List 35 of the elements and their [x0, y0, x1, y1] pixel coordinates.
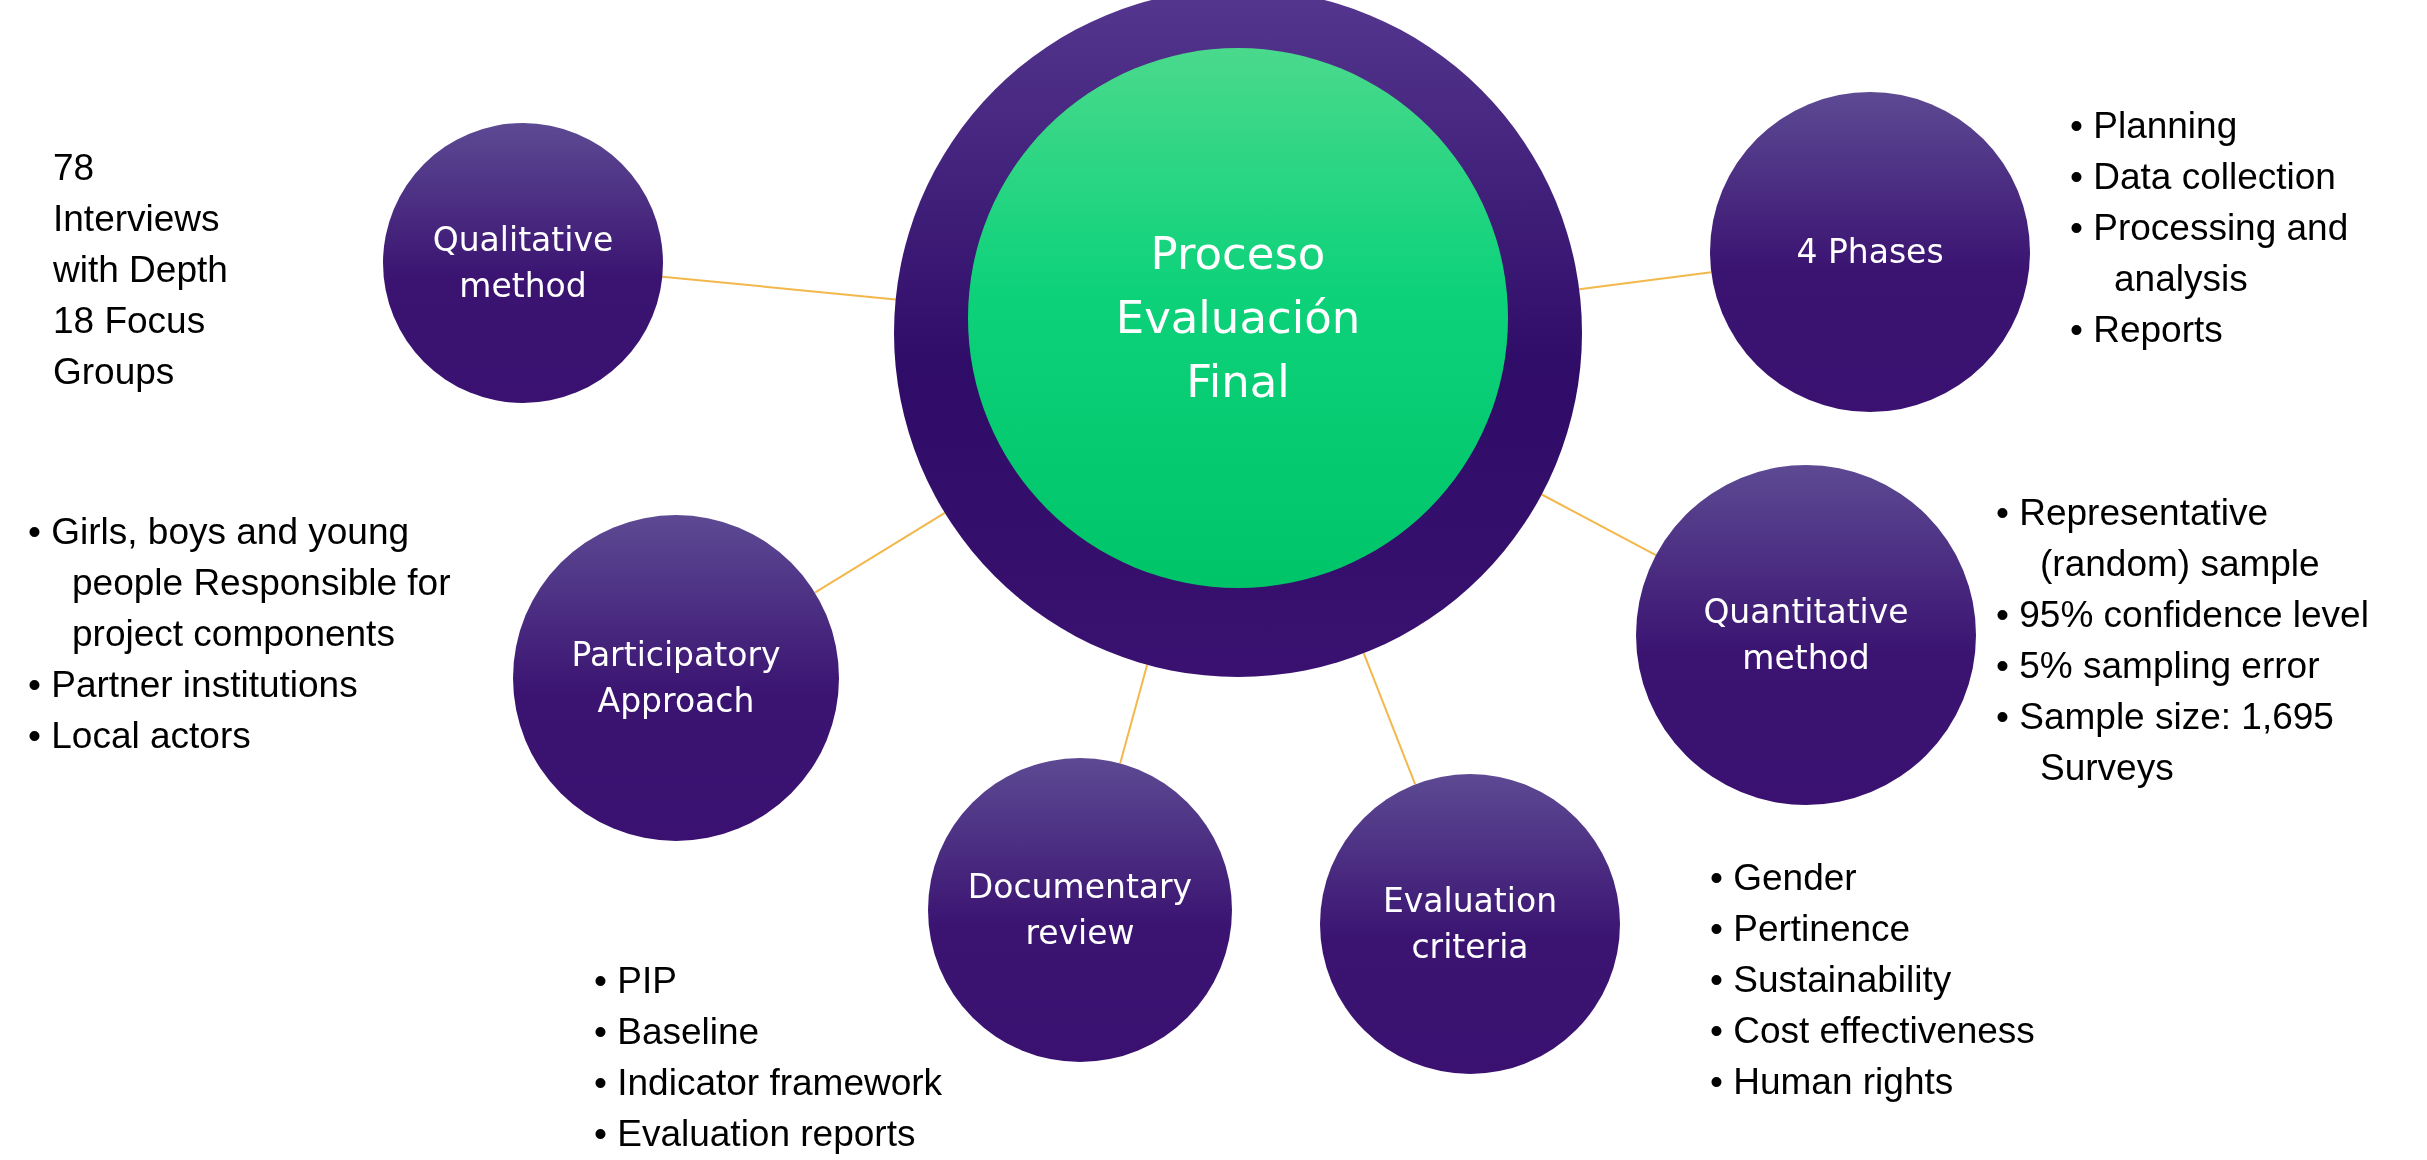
connector-line [1362, 652, 1417, 786]
bullet-item: • Local actors [28, 714, 252, 758]
note-text: 78 Interviews with Depth [53, 146, 229, 292]
bullet-item: • Evaluation reports [594, 1112, 917, 1156]
circle-label: Quantitative method [1702, 591, 1910, 679]
circle-label: Documentary review [966, 866, 1194, 954]
center-title: Proceso Evaluación Final [1114, 226, 1362, 410]
bullet-item: • Cost effectiveness [1710, 1009, 2036, 1053]
bullet-item: • Processing and analysis [2070, 206, 2350, 301]
bullet-item: • Girls, boys and young people Responsible for project components [28, 510, 452, 656]
bullet-item: • Indicator framework [594, 1061, 944, 1105]
circle-label: Qualitative method [431, 219, 615, 307]
bullet-item: • PIP [594, 959, 678, 1003]
bullet-item: • 95% confidence level [1996, 593, 2370, 637]
bullet-item: • Partner institutions [28, 663, 359, 707]
bullet-item: • Data collection [2070, 155, 2337, 199]
bullet-item: • Human rights [1710, 1060, 1955, 1104]
connector-line [1540, 493, 1657, 557]
bullet-item: • Pertinence [1710, 907, 1912, 951]
bullet-item: • Planning [2070, 104, 2239, 148]
connector-line [661, 275, 897, 301]
bullet-item: • Sample size: 1,695 Surveys [1996, 695, 2335, 790]
connector-line [1119, 663, 1149, 765]
connector-line [1578, 271, 1713, 291]
bullet-item: • 5% sampling error [1996, 644, 2321, 688]
circle-label: 4 Phases [1796, 231, 1944, 273]
bullet-item: • Representative (random) sample [1996, 491, 2321, 586]
bullet-item: • Sustainability [1710, 958, 1953, 1002]
bullet-item: • Baseline [594, 1010, 761, 1054]
note-text: 18 Focus Groups [53, 299, 207, 394]
bullet-item: • Gender [1710, 856, 1858, 900]
connector-line [813, 511, 946, 594]
circle-label: Evaluation criteria [1381, 880, 1559, 968]
circle-label: Participatory Approach [570, 634, 782, 722]
bullet-item: • Reports [2070, 308, 2224, 352]
